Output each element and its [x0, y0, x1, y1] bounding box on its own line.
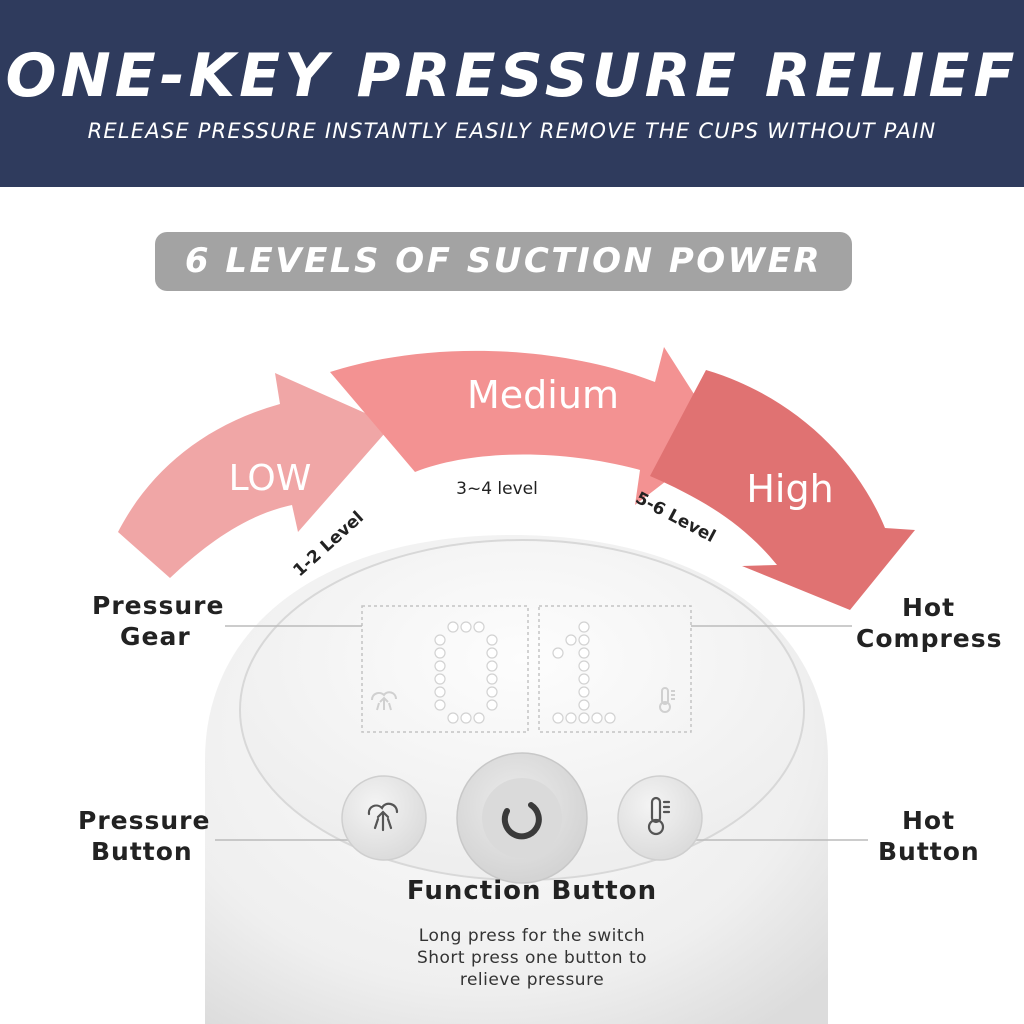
display-dot	[552, 647, 564, 659]
pressure-button-line2: Button	[91, 837, 193, 866]
display-dot	[460, 712, 472, 724]
header-banner: ONE-KEY PRESSURE RELIEF RELEASE PRESSURE…	[0, 0, 1024, 187]
hot-compress-label: Hot Compress	[856, 592, 1003, 654]
display-left-box	[361, 605, 529, 733]
display-dot	[447, 621, 459, 633]
medium-arrow	[330, 347, 722, 505]
display-dot	[486, 647, 498, 659]
function-note-line3: relieve pressure	[459, 970, 605, 990]
hot-compress-line2: Compress	[856, 624, 1003, 653]
hot-button-line2: Button	[878, 837, 980, 866]
pressure-button[interactable]	[341, 775, 427, 861]
medium-arrow-label: Medium	[467, 373, 619, 417]
hot-button[interactable]	[617, 775, 703, 861]
hot-compress-line1: Hot	[902, 593, 956, 622]
function-note: Long press for the switch Short press on…	[362, 925, 702, 991]
display-dot	[565, 712, 577, 724]
levels-heading: 6 LEVELS OF SUCTION POWER	[184, 241, 823, 281]
display-dot	[591, 712, 603, 724]
power-ring-icon	[501, 802, 542, 840]
high-arrow	[650, 370, 915, 610]
thermometer-icon	[659, 687, 675, 713]
display-dot	[486, 673, 498, 685]
pressure-gear-line1: Pressure	[92, 591, 225, 620]
display-dot	[434, 660, 446, 672]
hot-button-line1: Hot	[902, 806, 956, 835]
low-arrow	[118, 373, 392, 578]
low-arrow-label: LOW	[229, 458, 312, 499]
display-dot	[604, 712, 616, 724]
display-dot	[578, 660, 590, 672]
hot-button-label: Hot Button	[878, 805, 980, 867]
display-dot	[434, 686, 446, 698]
display-dot	[447, 712, 459, 724]
thermometer-icon	[647, 796, 671, 836]
display-dot	[486, 660, 498, 672]
display-dot	[486, 686, 498, 698]
display-dot	[473, 621, 485, 633]
banner-subtitle: RELEASE PRESSURE INSTANTLY EASILY REMOVE…	[87, 119, 937, 143]
pressure-button-label: Pressure Button	[78, 805, 210, 867]
high-arrow-label: High	[746, 467, 833, 511]
suction-cloud-icon	[367, 802, 399, 832]
function-button[interactable]	[456, 752, 588, 884]
banner-title: ONE-KEY PRESSURE RELIEF	[5, 41, 1019, 111]
display-dot	[578, 634, 590, 646]
display-dot	[578, 673, 590, 685]
display-dot	[578, 686, 590, 698]
display-dot	[578, 699, 590, 711]
medium-range-label: 3~4 level	[456, 479, 538, 499]
display-dot	[460, 621, 472, 633]
display-dot	[578, 647, 590, 659]
display-dot	[434, 647, 446, 659]
display-dot	[486, 634, 498, 646]
display-dot	[565, 634, 577, 646]
display-right-box	[538, 605, 692, 733]
display-dot	[473, 712, 485, 724]
display-dot	[486, 699, 498, 711]
function-note-line1: Long press for the switch	[418, 926, 646, 946]
function-button-label: Function Button	[406, 876, 658, 906]
pressure-button-line1: Pressure	[78, 806, 211, 835]
function-note-line2: Short press one button to	[416, 948, 648, 968]
display-dot	[578, 712, 590, 724]
display-dot	[552, 712, 564, 724]
pressure-gear-label: Pressure Gear	[92, 590, 224, 652]
display-dot	[434, 699, 446, 711]
pressure-level-digits	[434, 621, 616, 724]
display-dot	[434, 673, 446, 685]
display-dot	[578, 621, 590, 633]
levels-heading-pill: 6 LEVELS OF SUCTION POWER	[155, 232, 852, 291]
suction-cloud-icon	[371, 691, 397, 711]
display-dot	[434, 634, 446, 646]
pressure-gear-line2: Gear	[120, 622, 191, 651]
